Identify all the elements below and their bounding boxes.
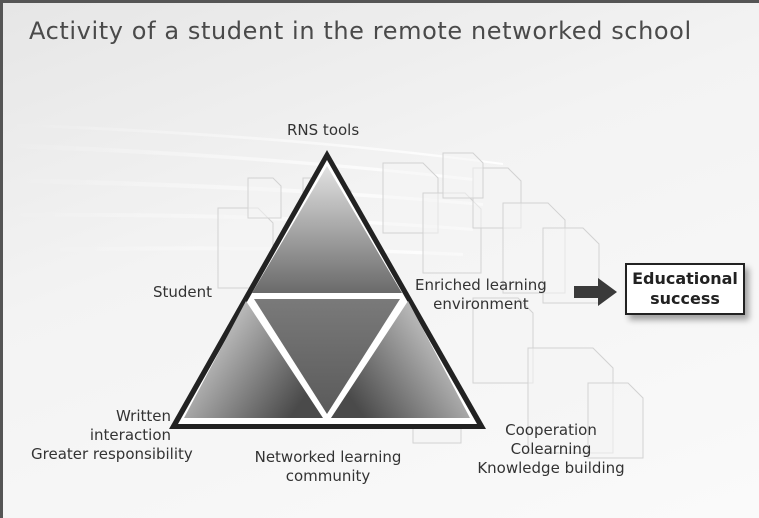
label-rns-tools-text: RNS tools bbox=[287, 121, 360, 139]
label-greater-responsibility-text: Greater responsibility bbox=[31, 445, 193, 463]
label-rns-tools: RNS tools bbox=[287, 121, 359, 140]
diagram-canvas bbox=[3, 123, 644, 459]
segment-top bbox=[252, 166, 402, 293]
label-enriched-line2: environment bbox=[433, 295, 529, 313]
label-cooperation-line3: Knowledge building bbox=[477, 459, 625, 477]
label-student-text: Student bbox=[153, 283, 213, 301]
arrow-right-icon bbox=[574, 278, 617, 306]
label-enriched-line1: Enriched learning bbox=[415, 276, 547, 294]
label-written-interaction: Written interaction bbox=[31, 407, 171, 445]
segment-center bbox=[254, 299, 400, 414]
educational-success-box: Educational success bbox=[625, 263, 745, 315]
label-cooperation-line1: Cooperation bbox=[505, 421, 597, 439]
segment-left bbox=[184, 301, 323, 418]
label-networked-line1: Networked learning bbox=[254, 448, 402, 466]
label-networked-community: Networked learning community bbox=[248, 448, 408, 486]
label-cooperation: Cooperation Colearning Knowledge buildin… bbox=[471, 421, 631, 478]
label-networked-line2: community bbox=[285, 467, 371, 485]
educational-success-text: Educational success bbox=[632, 269, 738, 308]
segment-right bbox=[331, 301, 470, 418]
label-cooperation-line2: Colearning bbox=[510, 440, 592, 458]
label-written-line2: interaction bbox=[89, 426, 171, 444]
label-student: Student bbox=[153, 283, 212, 302]
label-enriched-environment: Enriched learning environment bbox=[415, 276, 547, 314]
slide-title: Activity of a student in the remote netw… bbox=[29, 17, 692, 45]
label-greater-responsibility: Greater responsibility bbox=[31, 445, 193, 464]
label-written-line1: Written bbox=[116, 407, 171, 425]
